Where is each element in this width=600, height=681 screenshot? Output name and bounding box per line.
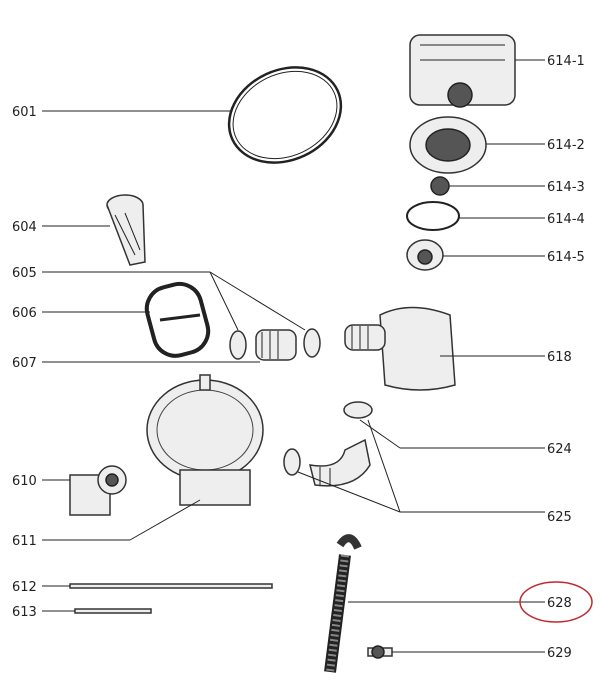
label-614-2: 614-2 [547,138,585,153]
part-605-clamp-left [229,330,247,360]
label-628: 628 [547,596,572,611]
label-604: 604 [12,220,37,235]
part-601-gasket [227,66,343,164]
part-611-sump [146,374,264,506]
label-605: 605 [12,266,37,281]
part-618-circulation-pump [344,306,456,391]
part-604-filter [106,194,146,266]
highlight-circle-628 [519,581,593,623]
part-629-check-valve [367,645,393,659]
part-614-3-seal [430,176,450,196]
part-628-drain-hose [324,534,362,673]
part-610-drain-pump [69,465,127,516]
part-614-1-motor [409,34,516,108]
label-614-1: 614-1 [547,54,585,69]
label-614-4: 614-4 [547,212,585,227]
part-606-frame [144,281,211,358]
label-611: 611 [12,534,37,549]
part-614-5-impeller [406,239,444,271]
label-610: 610 [12,474,37,489]
label-618: 618 [547,350,572,365]
label-607: 607 [12,356,37,371]
label-612: 612 [12,580,37,595]
part-605-clamp-right [303,328,321,358]
part-624-elbow-hose [308,438,371,487]
label-614-5: 614-5 [547,250,585,265]
label-614-3: 614-3 [547,180,585,195]
label-625: 625 [547,510,572,525]
part-607-connector [255,329,297,361]
part-612-rod [69,583,273,589]
label-629: 629 [547,646,572,661]
part-625-clamp-top [343,401,373,419]
label-624: 624 [547,442,572,457]
part-614-4-o-ring [406,201,460,231]
label-613: 613 [12,605,37,620]
part-625-clamp-bottom [283,448,301,476]
part-614-2-housing [409,116,487,174]
part-613-rod [74,608,152,614]
label-606: 606 [12,306,37,321]
label-601: 601 [12,105,37,120]
